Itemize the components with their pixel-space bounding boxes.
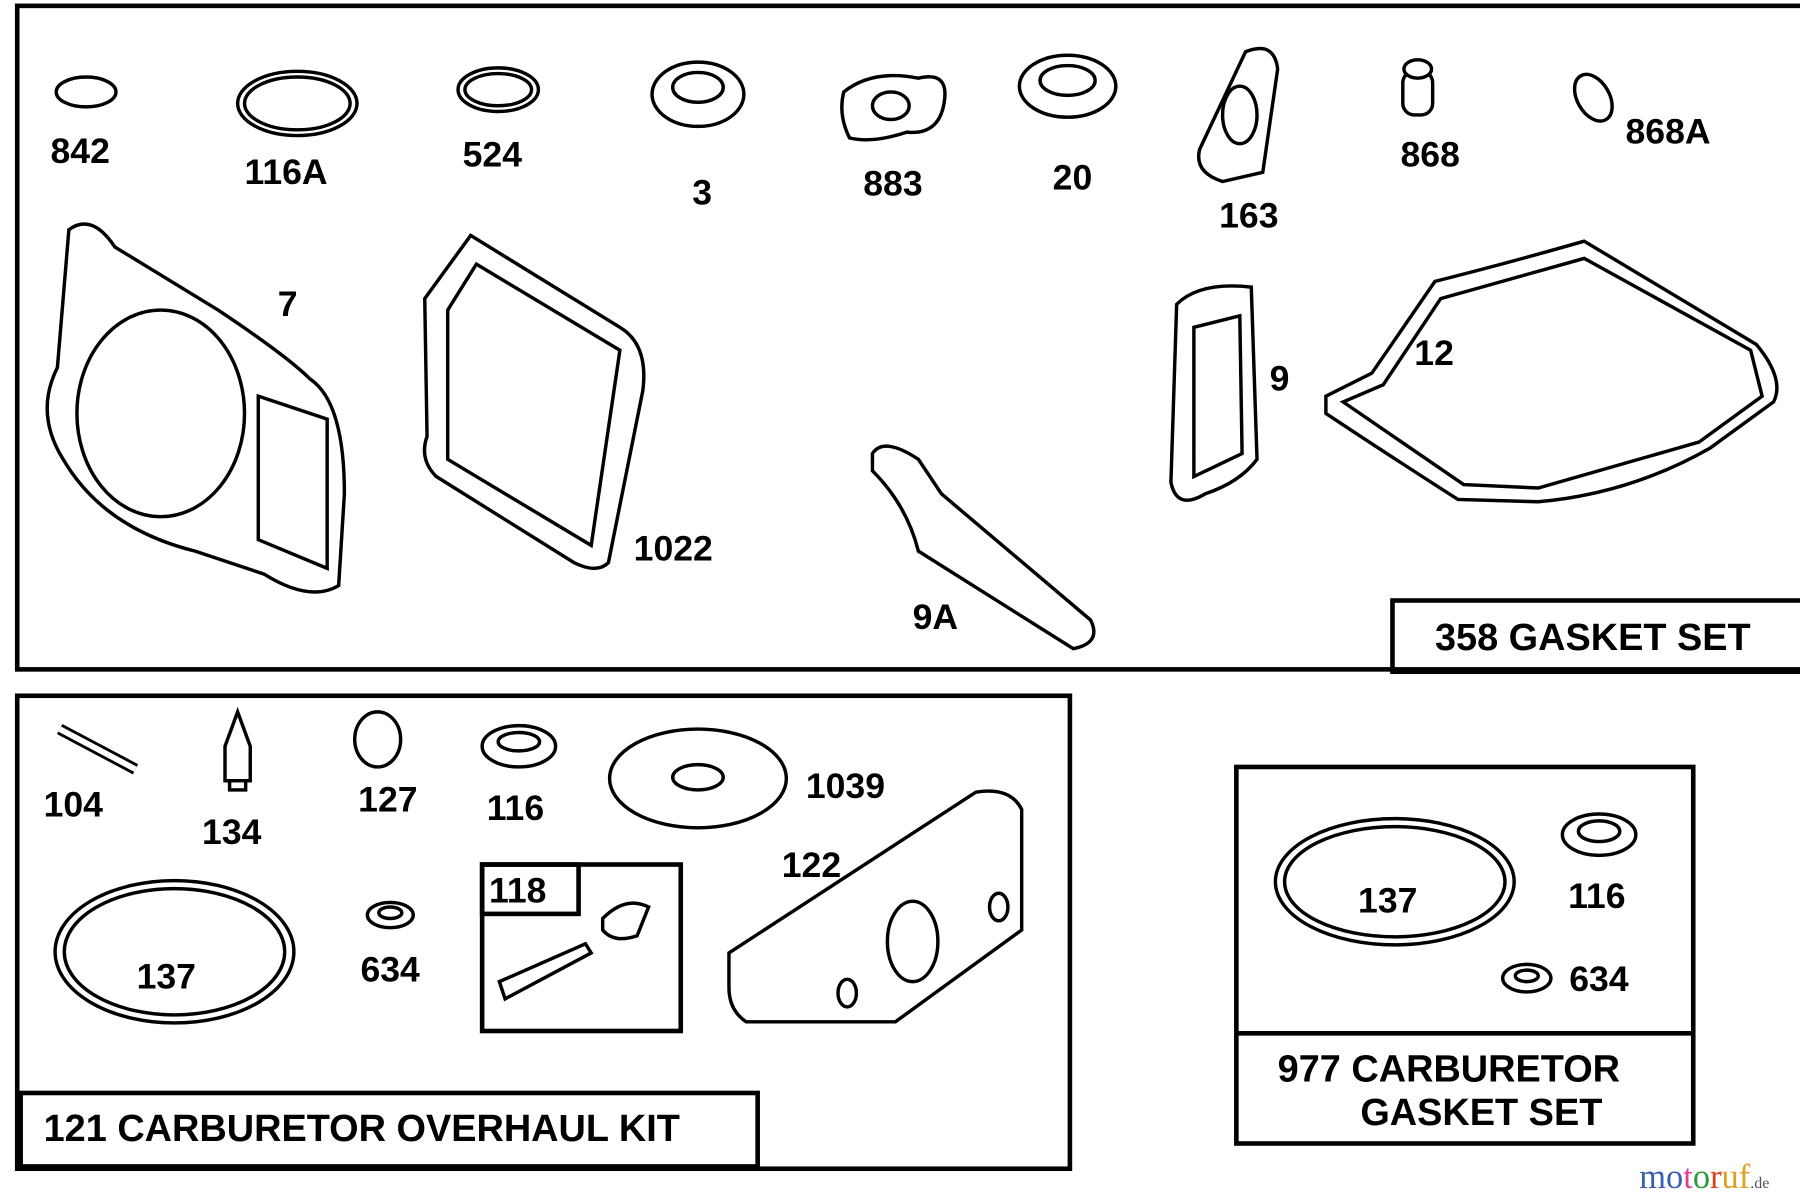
carb-gasket-set-frame xyxy=(1234,764,1696,1146)
label-7: 7 xyxy=(278,284,298,324)
label-127: 127 xyxy=(358,780,417,820)
gasket-set-title: 358 GASKET SET xyxy=(1435,617,1751,659)
label-883: 883 xyxy=(863,163,922,203)
gasket-set-title-box xyxy=(1390,598,1800,674)
carb-gasket-set-title-1: 977 CARBURETOR xyxy=(1278,1048,1620,1090)
label-116: 116 xyxy=(487,788,544,828)
part-842-shape xyxy=(54,75,118,109)
label-134: 134 xyxy=(202,812,262,852)
part-9A-shape xyxy=(870,444,1096,651)
label-9A: 9A xyxy=(913,597,958,637)
watermark-logo: motoruf.de xyxy=(1639,1158,1769,1196)
gasket-set-frame xyxy=(14,3,1800,672)
label-carb-137: 137 xyxy=(1358,881,1417,921)
label-137: 137 xyxy=(137,957,196,997)
label-3: 3 xyxy=(692,172,712,212)
label-524: 524 xyxy=(463,135,523,175)
label-868A: 868A xyxy=(1626,112,1711,152)
part-9-shape xyxy=(1169,284,1259,502)
part-122-shape xyxy=(727,789,1024,1024)
label-20: 20 xyxy=(1053,158,1093,198)
label-122: 122 xyxy=(782,845,841,885)
label-9: 9 xyxy=(1270,358,1290,398)
label-868: 868 xyxy=(1401,135,1460,175)
overhaul-kit-title-box xyxy=(18,1090,760,1169)
label-634: 634 xyxy=(360,950,420,990)
label-1022: 1022 xyxy=(634,528,713,568)
label-842: 842 xyxy=(51,131,110,171)
label-carb-634: 634 xyxy=(1569,959,1629,999)
carb-gasket-set-title-2: GASKET SET xyxy=(1360,1092,1602,1134)
label-118: 118 xyxy=(489,870,546,910)
label-116A: 116A xyxy=(245,152,328,192)
label-carb-116: 116 xyxy=(1568,876,1625,916)
part-7-shape xyxy=(45,222,347,594)
label-1039: 1039 xyxy=(806,766,885,806)
label-163: 163 xyxy=(1219,195,1278,235)
overhaul-kit-title: 121 CARBURETOR OVERHAUL KIT xyxy=(44,1108,680,1150)
part-12-shape xyxy=(1324,239,1779,504)
label-104: 104 xyxy=(44,784,104,824)
label-12: 12 xyxy=(1414,333,1454,373)
part-1022-shape xyxy=(422,233,646,571)
